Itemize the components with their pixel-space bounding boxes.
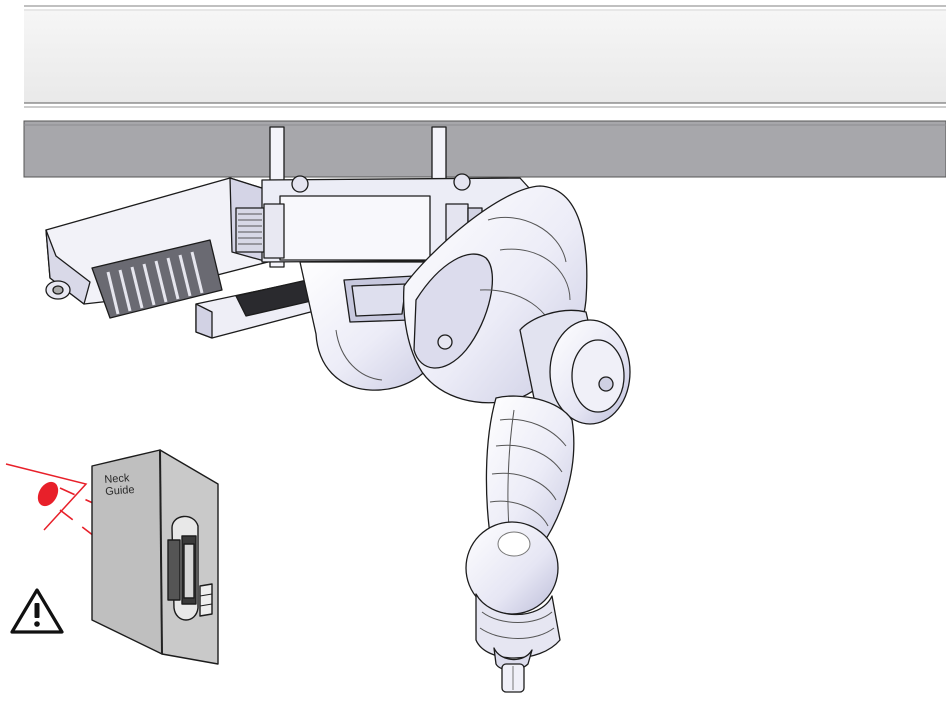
ceiling-rail	[23, 5, 946, 178]
robot-elbow	[519, 309, 631, 425]
neck-guide-label-line2: Guide	[104, 483, 135, 498]
neck-guide-label: Neck Guide	[104, 472, 135, 498]
robot-wrist	[465, 521, 561, 693]
neck-guide-card	[91, 449, 219, 665]
eye-icon	[5, 463, 88, 531]
warning-triangle-icon	[10, 588, 64, 634]
